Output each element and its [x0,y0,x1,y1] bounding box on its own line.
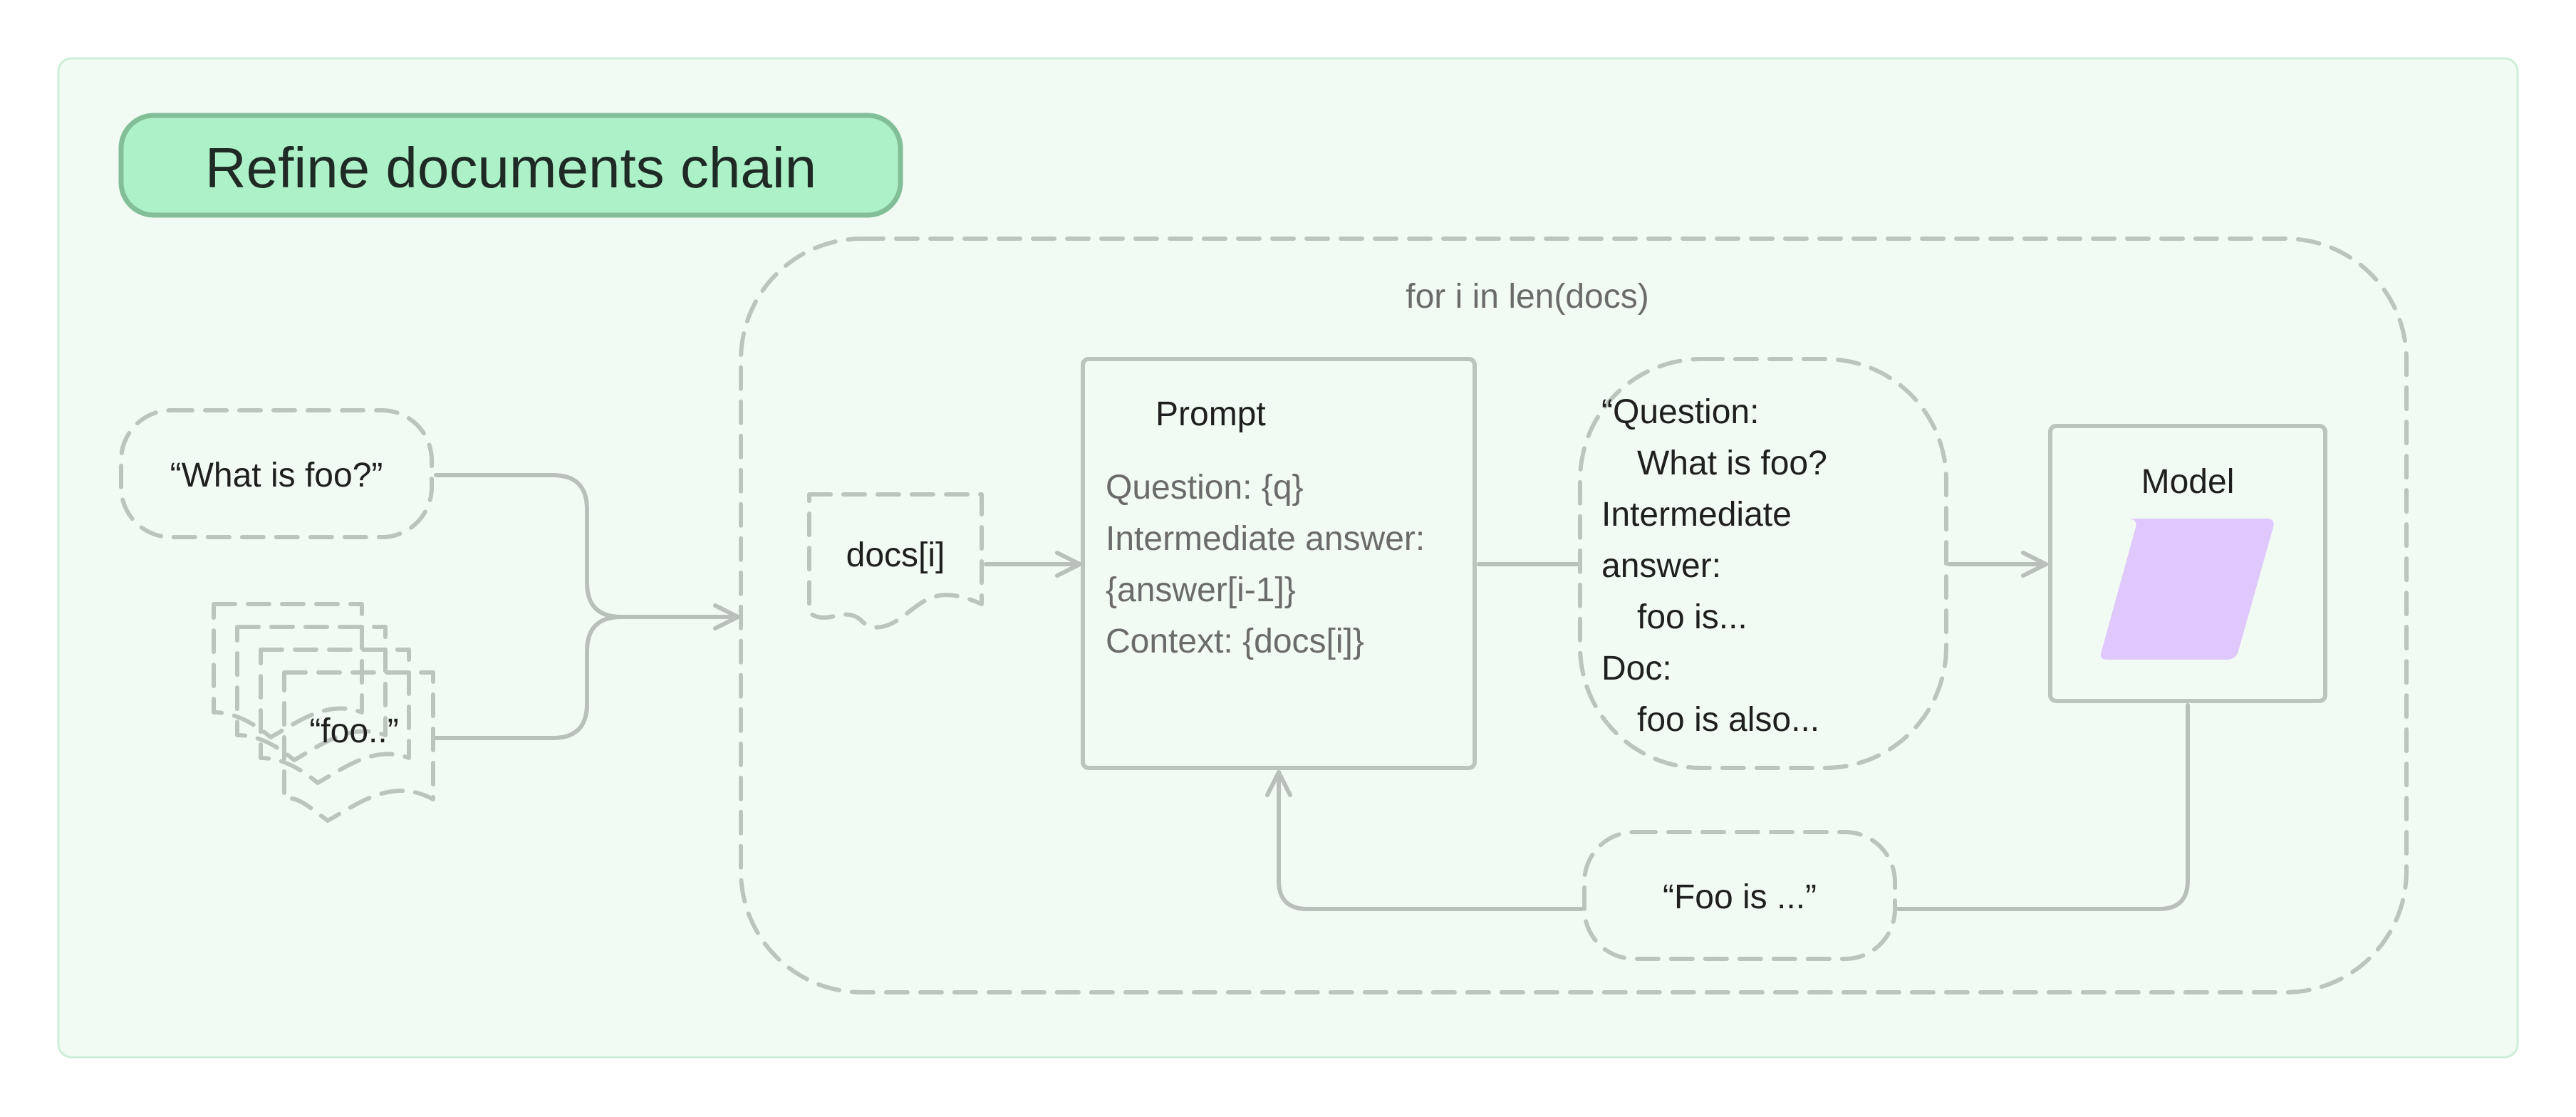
model-label: Model [2141,463,2235,501]
filled-prompt-line: foo is also... [1637,701,1819,739]
output-text: “Foo is ...” [1663,878,1817,916]
model-to-output-connector [1896,703,2190,911]
prompt-line: {answer[i-1]} [1106,571,1296,609]
model-node: Model [2048,424,2327,703]
output-node: “Foo is ...” [1582,830,1897,961]
diagram-background [57,57,2519,1059]
merge-connector-lower [434,615,623,740]
model-shape [2101,519,2274,660]
output-to-prompt-arrow [1265,770,1584,911]
loop-container [739,237,2409,994]
filled-prompt-line: foo is... [1637,598,1747,636]
docs-text: “foo..” [309,712,398,750]
doc-i-node: docs[i] [807,492,984,630]
doc-i-text: docs[i] [846,536,945,574]
filled-prompt-line: “Question: [1601,393,1759,431]
prompt-line: Question: {q} [1106,469,1304,506]
prompt-template-node: Prompt Question: {q} Intermediate answer… [1081,357,1477,770]
filled-prompt-line: answer: [1601,547,1721,585]
question-input-node: “What is foo?” [119,408,434,539]
title-badge: Refine documents chain [118,113,903,218]
prompt-line: Context: {docs[i]} [1106,623,1364,660]
loop-label: for i in len(docs) [1406,278,1648,316]
filled-prompt-line: Doc: [1601,650,1672,687]
prompt-line: Intermediate answer: [1106,520,1425,558]
filled-prompt-line: What is foo? [1637,445,1827,482]
filled-prompt-node: “Question: What is foo? Intermediate ans… [1578,357,1948,770]
docs-stack-node: “foo..” [212,602,435,823]
prompt-header: Prompt [1155,395,1266,433]
filled-prompt-line: Intermediate [1601,496,1792,534]
question-text: “What is foo?” [170,457,383,494]
merge-connector [434,473,740,630]
diagram-title: Refine documents chain [205,136,816,199]
